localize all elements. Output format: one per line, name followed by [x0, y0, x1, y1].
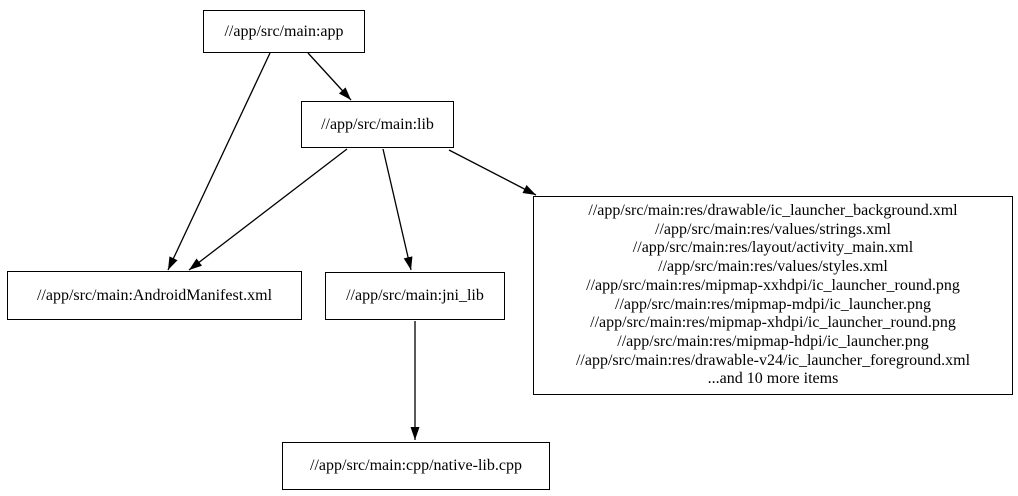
node-native-cpp-label: //app/src/main:cpp/native-lib.cpp — [310, 457, 522, 474]
res-group-line: //app/src/main:res/mipmap-hdpi/ic_launch… — [617, 332, 929, 350]
res-group-line: //app/src/main:res/mipmap-xxhdpi/ic_laun… — [586, 276, 960, 294]
node-android-manifest-label: //app/src/main:AndroidManifest.xml — [36, 286, 273, 304]
node-android-manifest: //app/src/main:AndroidManifest.xml — [7, 271, 302, 320]
res-group-line: //app/src/main:res/layout/activity_main.… — [632, 239, 914, 257]
node-res-group: //app/src/main:res/drawable/ic_launcher_… — [533, 196, 1013, 395]
res-group-line: //app/src/main:res/values/strings.xml — [655, 220, 891, 238]
res-group-line: //app/src/main:res/mipmap-xhdpi/ic_launc… — [590, 314, 956, 332]
node-app: //app/src/main:app — [203, 10, 365, 53]
res-group-line: //app/src/main:res/mipmap-mdpi/ic_launch… — [615, 295, 931, 313]
edge-lib-to-jni-lib — [382, 148, 413, 271]
edge-lib-to-manifest — [188, 148, 348, 271]
node-jni-lib: //app/src/main:jni_lib — [325, 272, 505, 320]
node-lib: //app/src/main:lib — [301, 101, 454, 148]
edge-app-to-manifest — [167, 52, 271, 271]
edge-app-to-lib — [307, 52, 352, 101]
res-group-line: //app/src/main:res/drawable-v24/ic_launc… — [575, 351, 971, 369]
node-lib-label: //app/src/main:lib — [321, 115, 434, 133]
node-native-cpp: //app/src/main:cpp/native-lib.cpp — [282, 442, 550, 490]
node-app-label: //app/src/main:app — [224, 22, 344, 40]
edge-lib-to-res-group — [448, 149, 537, 196]
res-group-line: //app/src/main:res/drawable/ic_launcher_… — [588, 201, 958, 219]
res-group-line: //app/src/main:res/values/styles.xml — [658, 258, 888, 276]
res-group-line: ...and 10 more items — [707, 370, 839, 388]
node-jni-lib-label: //app/src/main:jni_lib — [346, 287, 484, 304]
